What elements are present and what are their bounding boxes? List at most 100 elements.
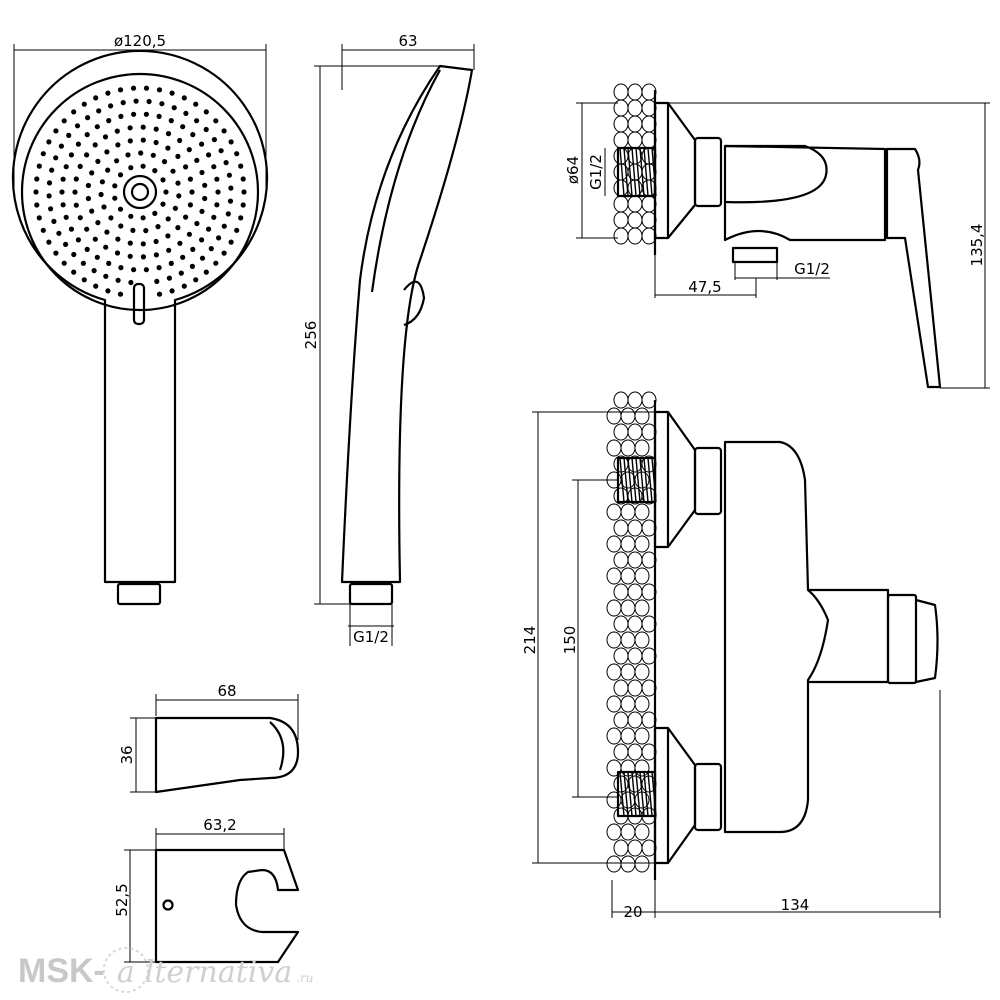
- nozzle: [208, 246, 214, 252]
- wall-stone: [627, 131, 643, 149]
- nozzle: [163, 189, 169, 195]
- wall-stone: [634, 503, 650, 521]
- nozzle: [40, 151, 46, 157]
- nozzle: [61, 260, 67, 266]
- nozzle: [59, 189, 65, 195]
- nozzle: [155, 224, 161, 230]
- nozzle: [226, 172, 232, 178]
- thread-line: [619, 147, 625, 197]
- dim-wall-depth: 20: [623, 903, 642, 921]
- nozzle: [165, 233, 171, 239]
- nozzle: [127, 138, 133, 144]
- dim-holder-width: 68: [217, 682, 236, 700]
- dim-head-diameter: ø120,5: [114, 32, 166, 50]
- nozzle: [58, 143, 64, 149]
- nozzle: [186, 231, 192, 237]
- nozzle: [160, 177, 166, 183]
- nozzle: [81, 277, 87, 283]
- wall-stone: [606, 407, 622, 425]
- thread-line: [623, 771, 629, 817]
- nozzle: [165, 216, 171, 222]
- nozzle: [193, 101, 199, 107]
- nozzle: [46, 180, 53, 186]
- nozzle: [186, 147, 192, 153]
- nozzle: [169, 288, 175, 294]
- wall-stone: [634, 663, 650, 681]
- thread-line: [635, 457, 641, 503]
- nozzle: [140, 215, 146, 221]
- nozzle: [53, 250, 59, 256]
- nozzle: [127, 125, 133, 131]
- nozzle: [194, 220, 200, 227]
- wall-stone: [613, 195, 629, 213]
- nozzle: [154, 278, 160, 284]
- wall-stone: [613, 615, 629, 633]
- nozzle: [172, 205, 178, 211]
- wall-stone: [613, 711, 629, 729]
- wall-stone: [613, 743, 629, 761]
- nozzle: [115, 277, 121, 283]
- nozzle: [34, 176, 40, 182]
- thread-line: [623, 147, 629, 197]
- nozzle: [187, 176, 193, 182]
- nozzle: [75, 237, 81, 243]
- nozzle: [234, 227, 240, 233]
- wall-stone: [613, 647, 629, 665]
- nozzle: [128, 165, 134, 171]
- dim-mixer-height: 135,4: [968, 224, 986, 267]
- wall-stone: [627, 423, 643, 441]
- wall-stone: [613, 179, 629, 197]
- dim-holder-front-width: 63,2: [203, 816, 236, 834]
- watermark-ring: [102, 947, 149, 993]
- nozzle: [175, 153, 181, 159]
- nozzle: [75, 141, 81, 147]
- nozzle: [221, 223, 227, 229]
- nozzle: [130, 85, 137, 91]
- nozzle: [60, 176, 66, 182]
- nozzle: [127, 253, 133, 259]
- nozzle: [234, 151, 240, 157]
- nozzle: [92, 236, 98, 242]
- nozzle: [176, 193, 182, 199]
- nozzle: [115, 236, 121, 242]
- nozzle: [115, 142, 121, 148]
- mode-switch: [132, 282, 146, 326]
- wall-stone: [627, 115, 643, 133]
- nozzle: [104, 149, 110, 155]
- wall-stone: [627, 615, 643, 633]
- nozzle: [98, 191, 104, 198]
- nozzle: [91, 268, 97, 274]
- wall-stone: [627, 583, 643, 601]
- wall-stone: [627, 195, 643, 213]
- wall-stone: [641, 391, 657, 409]
- nozzle: [150, 152, 156, 158]
- nozzle: [143, 111, 149, 117]
- nozzle: [51, 218, 57, 224]
- nozzle: [89, 170, 95, 176]
- dim-inlet-spacing: 150: [561, 626, 579, 655]
- nozzle: [114, 250, 121, 256]
- nozzle: [46, 139, 52, 145]
- wall-stone: [613, 679, 629, 697]
- nozzle: [127, 240, 133, 246]
- nozzle: [240, 202, 246, 208]
- wall-stone: [634, 599, 650, 617]
- nozzle: [177, 137, 183, 144]
- holder-side-outline: [154, 716, 300, 794]
- nozzle: [114, 128, 120, 134]
- nozzle: [178, 270, 184, 276]
- nozzle: [199, 141, 205, 147]
- wall-stone: [634, 407, 650, 425]
- wall-stone: [627, 743, 643, 761]
- wall-stone: [613, 391, 629, 409]
- wall-stone: [627, 839, 643, 857]
- nozzle: [120, 100, 126, 106]
- nozzle: [168, 260, 174, 266]
- nozzle: [175, 180, 181, 186]
- wall-stone: [613, 423, 629, 441]
- thread-line: [643, 147, 649, 197]
- nozzle: [211, 214, 217, 220]
- dim-outlet-thread: G1/2: [794, 260, 830, 278]
